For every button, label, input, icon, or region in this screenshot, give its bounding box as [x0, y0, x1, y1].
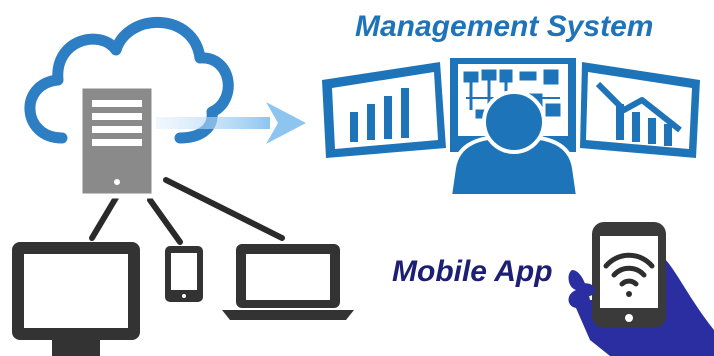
wifi-icon [603, 252, 655, 297]
server-icon [77, 83, 157, 199]
person-icon [447, 90, 581, 198]
desktop-icon [12, 242, 140, 356]
smartphone [592, 222, 666, 328]
laptop-icon [222, 244, 354, 320]
cloud-icon [24, 16, 234, 144]
arrow-right-icon [156, 102, 306, 144]
connection-lines [89, 177, 285, 245]
phone-icon [165, 246, 203, 302]
management-system-label: Management System [355, 10, 654, 43]
hand-holding-phone-icon [568, 222, 714, 356]
line-to-laptop [163, 177, 285, 241]
line-to-phone [147, 197, 183, 245]
monitor-trend-chart-icon [580, 62, 700, 158]
line-to-desktop [89, 193, 120, 241]
monitor-bar-chart-icon [322, 62, 446, 158]
mobile-app-label: Mobile App [392, 255, 553, 288]
